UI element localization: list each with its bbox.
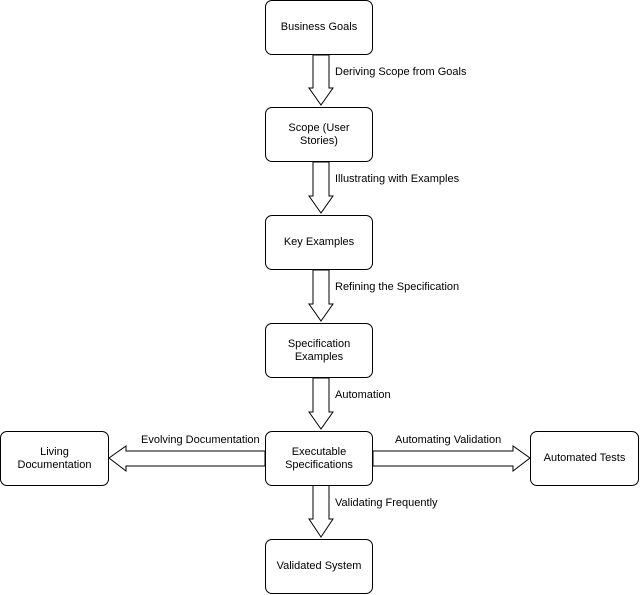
edge-label-validating-frequently: Validating Frequently [335,497,438,509]
arrow-evolving-documentation [108,445,266,473]
node-validated-system: Validated System [265,539,373,594]
node-living-documentation: Living Documentation [0,431,109,486]
arrow-validating-frequently [308,484,334,538]
node-scope-user-stories: Scope (User Stories) [265,107,373,162]
edge-label-automating-validation: Automating Validation [395,434,502,446]
edge-label-refining: Refining the Specification [335,281,460,293]
arrow-deriving-scope [308,54,334,106]
edge-label-deriving-scope: Deriving Scope from Goals [335,66,467,78]
arrow-illustrating [308,161,334,214]
node-key-examples: Key Examples [265,215,373,270]
arrow-refining [308,269,334,322]
arrow-automating-validation [372,445,531,473]
node-specification-examples: Specification Examples [265,323,373,378]
edge-label-illustrating: Illustrating with Examples [335,173,460,185]
edge-label-automation: Automation [335,389,391,401]
node-automated-tests: Automated Tests [530,431,639,486]
node-executable-specifications: Executable Specifications [265,431,373,486]
edge-label-evolving-documentation: Evolving Documentation [141,434,260,446]
node-business-goals: Business Goals [265,0,373,55]
arrow-automation [308,377,334,430]
